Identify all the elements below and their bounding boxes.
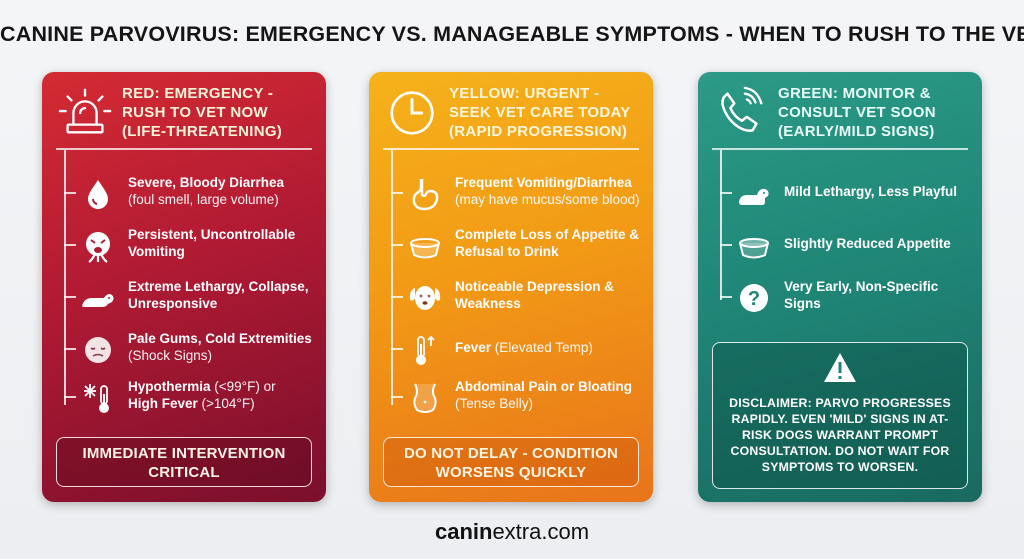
symptom-item: Mild Lethargy, Less Playful <box>720 172 974 220</box>
card-monitor: GREEN: MONITOR & CONSULT VET SOON (EARLY… <box>698 72 982 502</box>
disclaimer-box: DISCLAIMER: PARVO PROGRESSES RAPIDLY. EV… <box>712 342 968 489</box>
warning-icon <box>824 353 856 382</box>
symptom-item: ? Very Early, Non-Specific Signs <box>720 276 974 324</box>
timeline-line <box>720 150 722 300</box>
blood-drop-icon <box>88 180 108 209</box>
callout-box: DO NOT DELAY - CONDITION WORSENS QUICKLY <box>383 437 639 487</box>
callout-box: IMMEDIATE INTERVENTION CRITICAL <box>56 437 312 487</box>
symptom-item: Hypothermia (<99°F) or High Fever (>104°… <box>64 376 318 424</box>
timeline-line <box>391 150 393 405</box>
collapsed-dog-icon <box>82 294 114 307</box>
disclaimer-text: DISCLAIMER: PARVO PROGRESSES RAPIDLY. EV… <box>729 396 951 474</box>
symptom-item: Persistent, Uncontrollable Vomiting <box>64 224 318 272</box>
phone-icon <box>721 86 763 132</box>
pale-face-icon <box>85 337 111 363</box>
symptom-item: Extreme Lethargy, Collapse, Unresponsive <box>64 276 318 324</box>
symptom-item: Severe, Bloody Diarrhea(foul smell, larg… <box>64 172 318 220</box>
thermometer-snowflake-icon <box>84 384 109 413</box>
symptom-item: Pale Gums, Cold Extremities(Shock Signs) <box>64 328 318 376</box>
sad-dog-icon <box>409 286 441 310</box>
symptom-item: Frequent Vomiting/Diarrhea(may have mucu… <box>391 172 645 220</box>
symptom-item: Complete Loss of Appetite & Refusal to D… <box>391 224 645 272</box>
stomach-icon <box>412 179 439 211</box>
bowl-icon <box>739 238 769 259</box>
card-heading: YELLOW: URGENT - SEEK VET CARE TODAY (RA… <box>449 85 631 140</box>
divider <box>56 148 312 150</box>
card-emergency: RED: EMERGENCY - RUSH TO VET NOW (LIFE-T… <box>42 72 326 502</box>
page-title: CANINE PARVOVIRUS: EMERGENCY VS. MANAGEA… <box>0 22 1024 46</box>
thermometer-up-icon <box>416 335 435 365</box>
symptom-item: Abdominal Pain or Bloating(Tense Belly) <box>391 376 645 424</box>
divider <box>383 148 639 150</box>
abdomen-icon <box>413 383 437 413</box>
symptom-item: Noticeable Depression & Weakness <box>391 276 645 324</box>
clock-icon <box>390 91 434 135</box>
divider <box>712 148 968 150</box>
resting-dog-icon <box>739 188 769 205</box>
symptom-item: Slightly Reduced Appetite <box>720 224 974 272</box>
timeline-line <box>64 150 66 405</box>
site-url[interactable]: caninextra.com <box>434 519 590 544</box>
svg-text:?: ? <box>748 288 760 310</box>
card-urgent: YELLOW: URGENT - SEEK VET CARE TODAY (RA… <box>369 72 653 502</box>
symptom-item: Fever (Elevated Temp) <box>391 328 645 376</box>
vomiting-face-icon <box>86 232 110 263</box>
card-heading: GREEN: MONITOR & CONSULT VET SOON (EARLY… <box>778 85 936 140</box>
empty-bowl-icon <box>410 238 440 259</box>
siren-icon <box>58 88 112 134</box>
question-icon: ? <box>740 284 768 312</box>
card-heading: RED: EMERGENCY - RUSH TO VET NOW (LIFE-T… <box>122 85 283 140</box>
